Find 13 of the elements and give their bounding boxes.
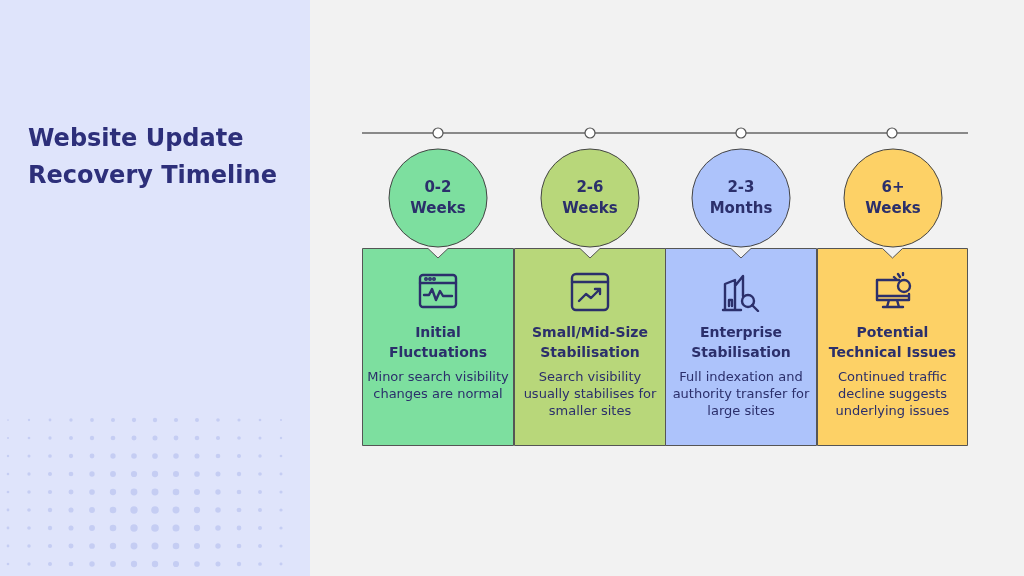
time-period: 6+ Weeks [864, 177, 922, 219]
stage-description: Search visibility usually stabilises for smaller sites [522, 368, 658, 419]
time-period: 2-3 Months [708, 177, 774, 219]
stage-description: Minor search visibility changes are normal [366, 368, 510, 402]
stage-heading: Initial Fluctuations [387, 323, 489, 362]
time-period: 0-2 Weeks [409, 177, 467, 219]
stage-description: Full indexation and authority transfer for large sites [671, 368, 811, 419]
stage-heading: Enterprise Stabilisation [690, 323, 792, 362]
stage-description: Continued traffic decline suggests underlying issues [834, 368, 951, 419]
stage-heading: Potential Technical Issues [827, 323, 958, 362]
stage-heading: Small/Mid-Size Stabilisation [531, 323, 649, 362]
time-period: 2-6 Weeks [561, 177, 619, 219]
title: Website Update Recovery Timeline [28, 123, 278, 191]
